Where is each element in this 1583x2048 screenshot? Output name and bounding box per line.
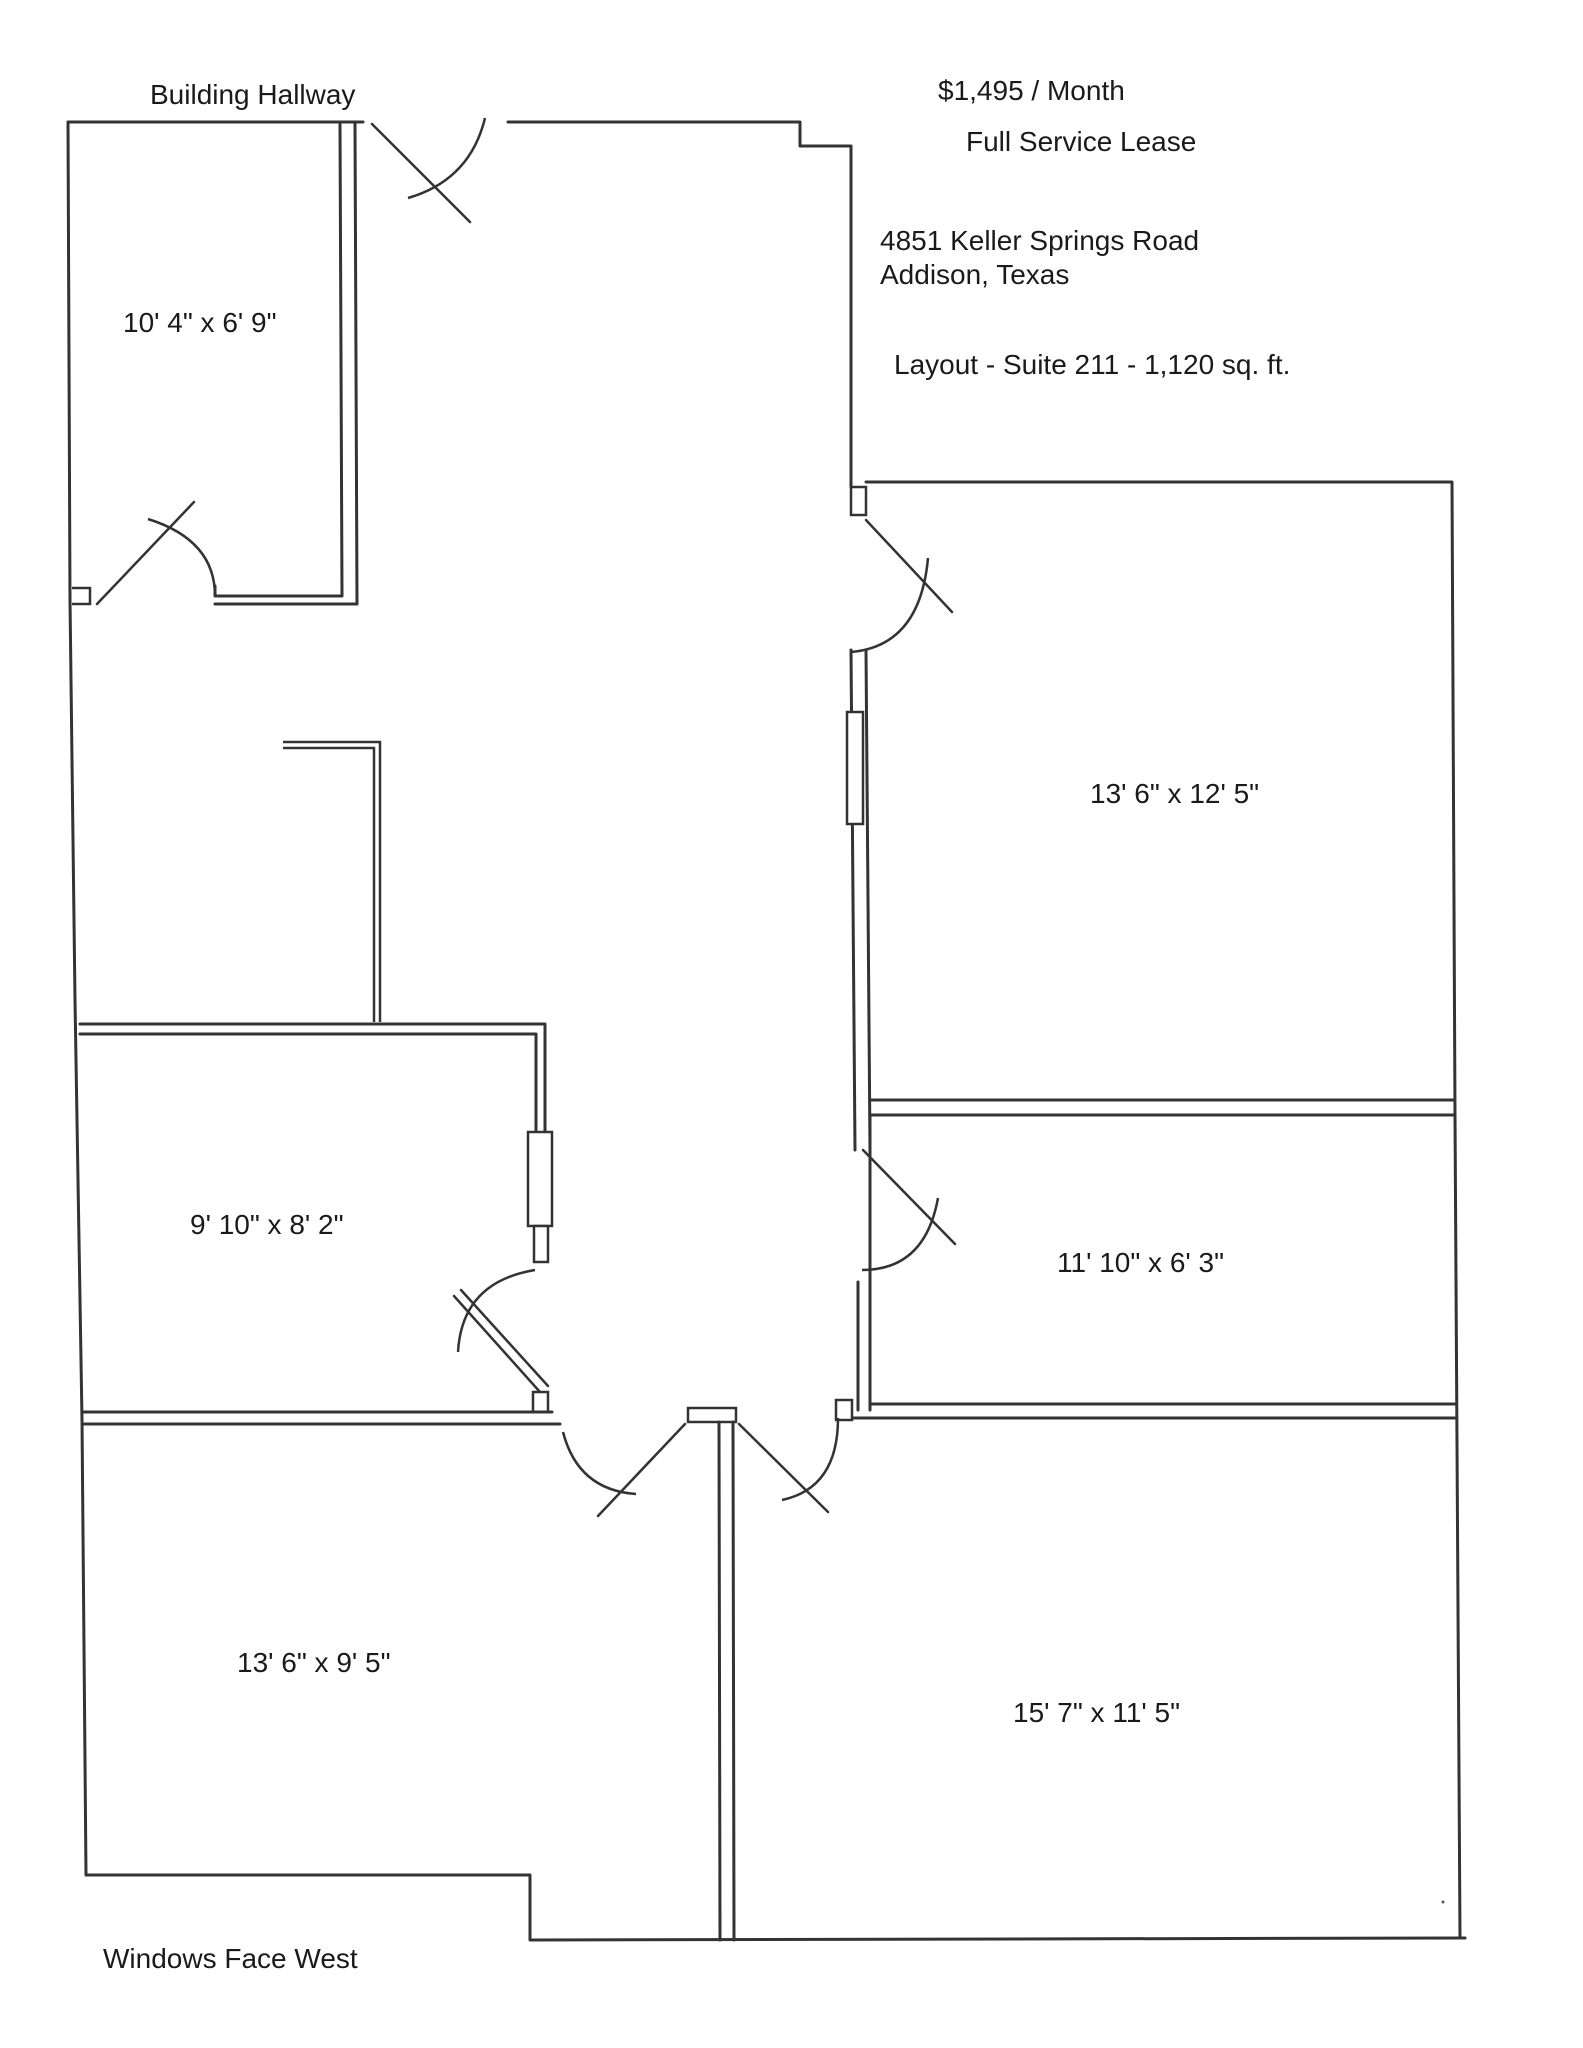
room-office-ne-dimensions: 13' 6" x 12' 5" [1090, 778, 1259, 809]
room-office-se-dimensions: 15' 7" x 11' 5" [1013, 1697, 1180, 1728]
lease-type: Full Service Lease [966, 126, 1196, 157]
entry-door [370, 117, 487, 224]
windows-note: Windows Face West [103, 1943, 358, 1974]
room-office-e-dimensions: 11' 10" x 6' 3" [1057, 1247, 1224, 1278]
office-west-walls [78, 1022, 562, 1426]
office-sw-door [561, 1422, 687, 1518]
interior-stub-wall [283, 740, 382, 1022]
room-office-w-dimensions: 9' 10" x 8' 2" [190, 1209, 344, 1240]
exterior-walls [66, 120, 1467, 1942]
office-west-window [526, 1130, 554, 1228]
storage-door [95, 500, 217, 606]
room-storage-dimensions: 10' 4" x 6' 9" [123, 307, 277, 338]
office-west-door [452, 1268, 550, 1394]
office-se-door [737, 1417, 840, 1514]
monthly-price: $1,495 / Month [938, 75, 1125, 106]
address-street: 4851 Keller Springs Road [880, 225, 1199, 256]
office-east-door [861, 1148, 957, 1272]
room-office-sw-dimensions: 13' 6" x 9' 5" [237, 1647, 391, 1678]
building-hallway-label: Building Hallway [150, 79, 355, 110]
office-east-walls [834, 1113, 1457, 1422]
address-city: Addison, Texas [880, 259, 1069, 290]
storage-room-walls [72, 122, 359, 606]
layout-title: Layout - Suite 211 - 1,120 sq. ft. [894, 349, 1290, 380]
office-ne-door [850, 518, 954, 654]
south-partition [686, 1406, 738, 1942]
office-ne-walls [845, 648, 1456, 1152]
speck [1441, 1900, 1445, 1904]
office-ne-window [845, 710, 865, 826]
